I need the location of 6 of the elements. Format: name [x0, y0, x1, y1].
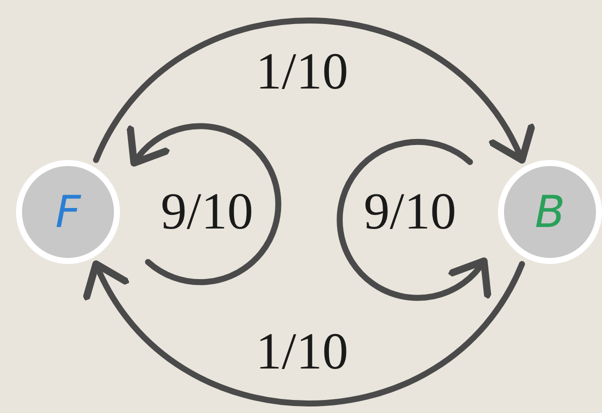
edge-label: 9/10 — [364, 182, 456, 242]
edge-label: 9/10 — [160, 182, 254, 242]
state-name: F — [55, 186, 81, 238]
arrow — [128, 123, 282, 286]
arrow — [336, 138, 490, 301]
state-name: B — [534, 186, 566, 238]
